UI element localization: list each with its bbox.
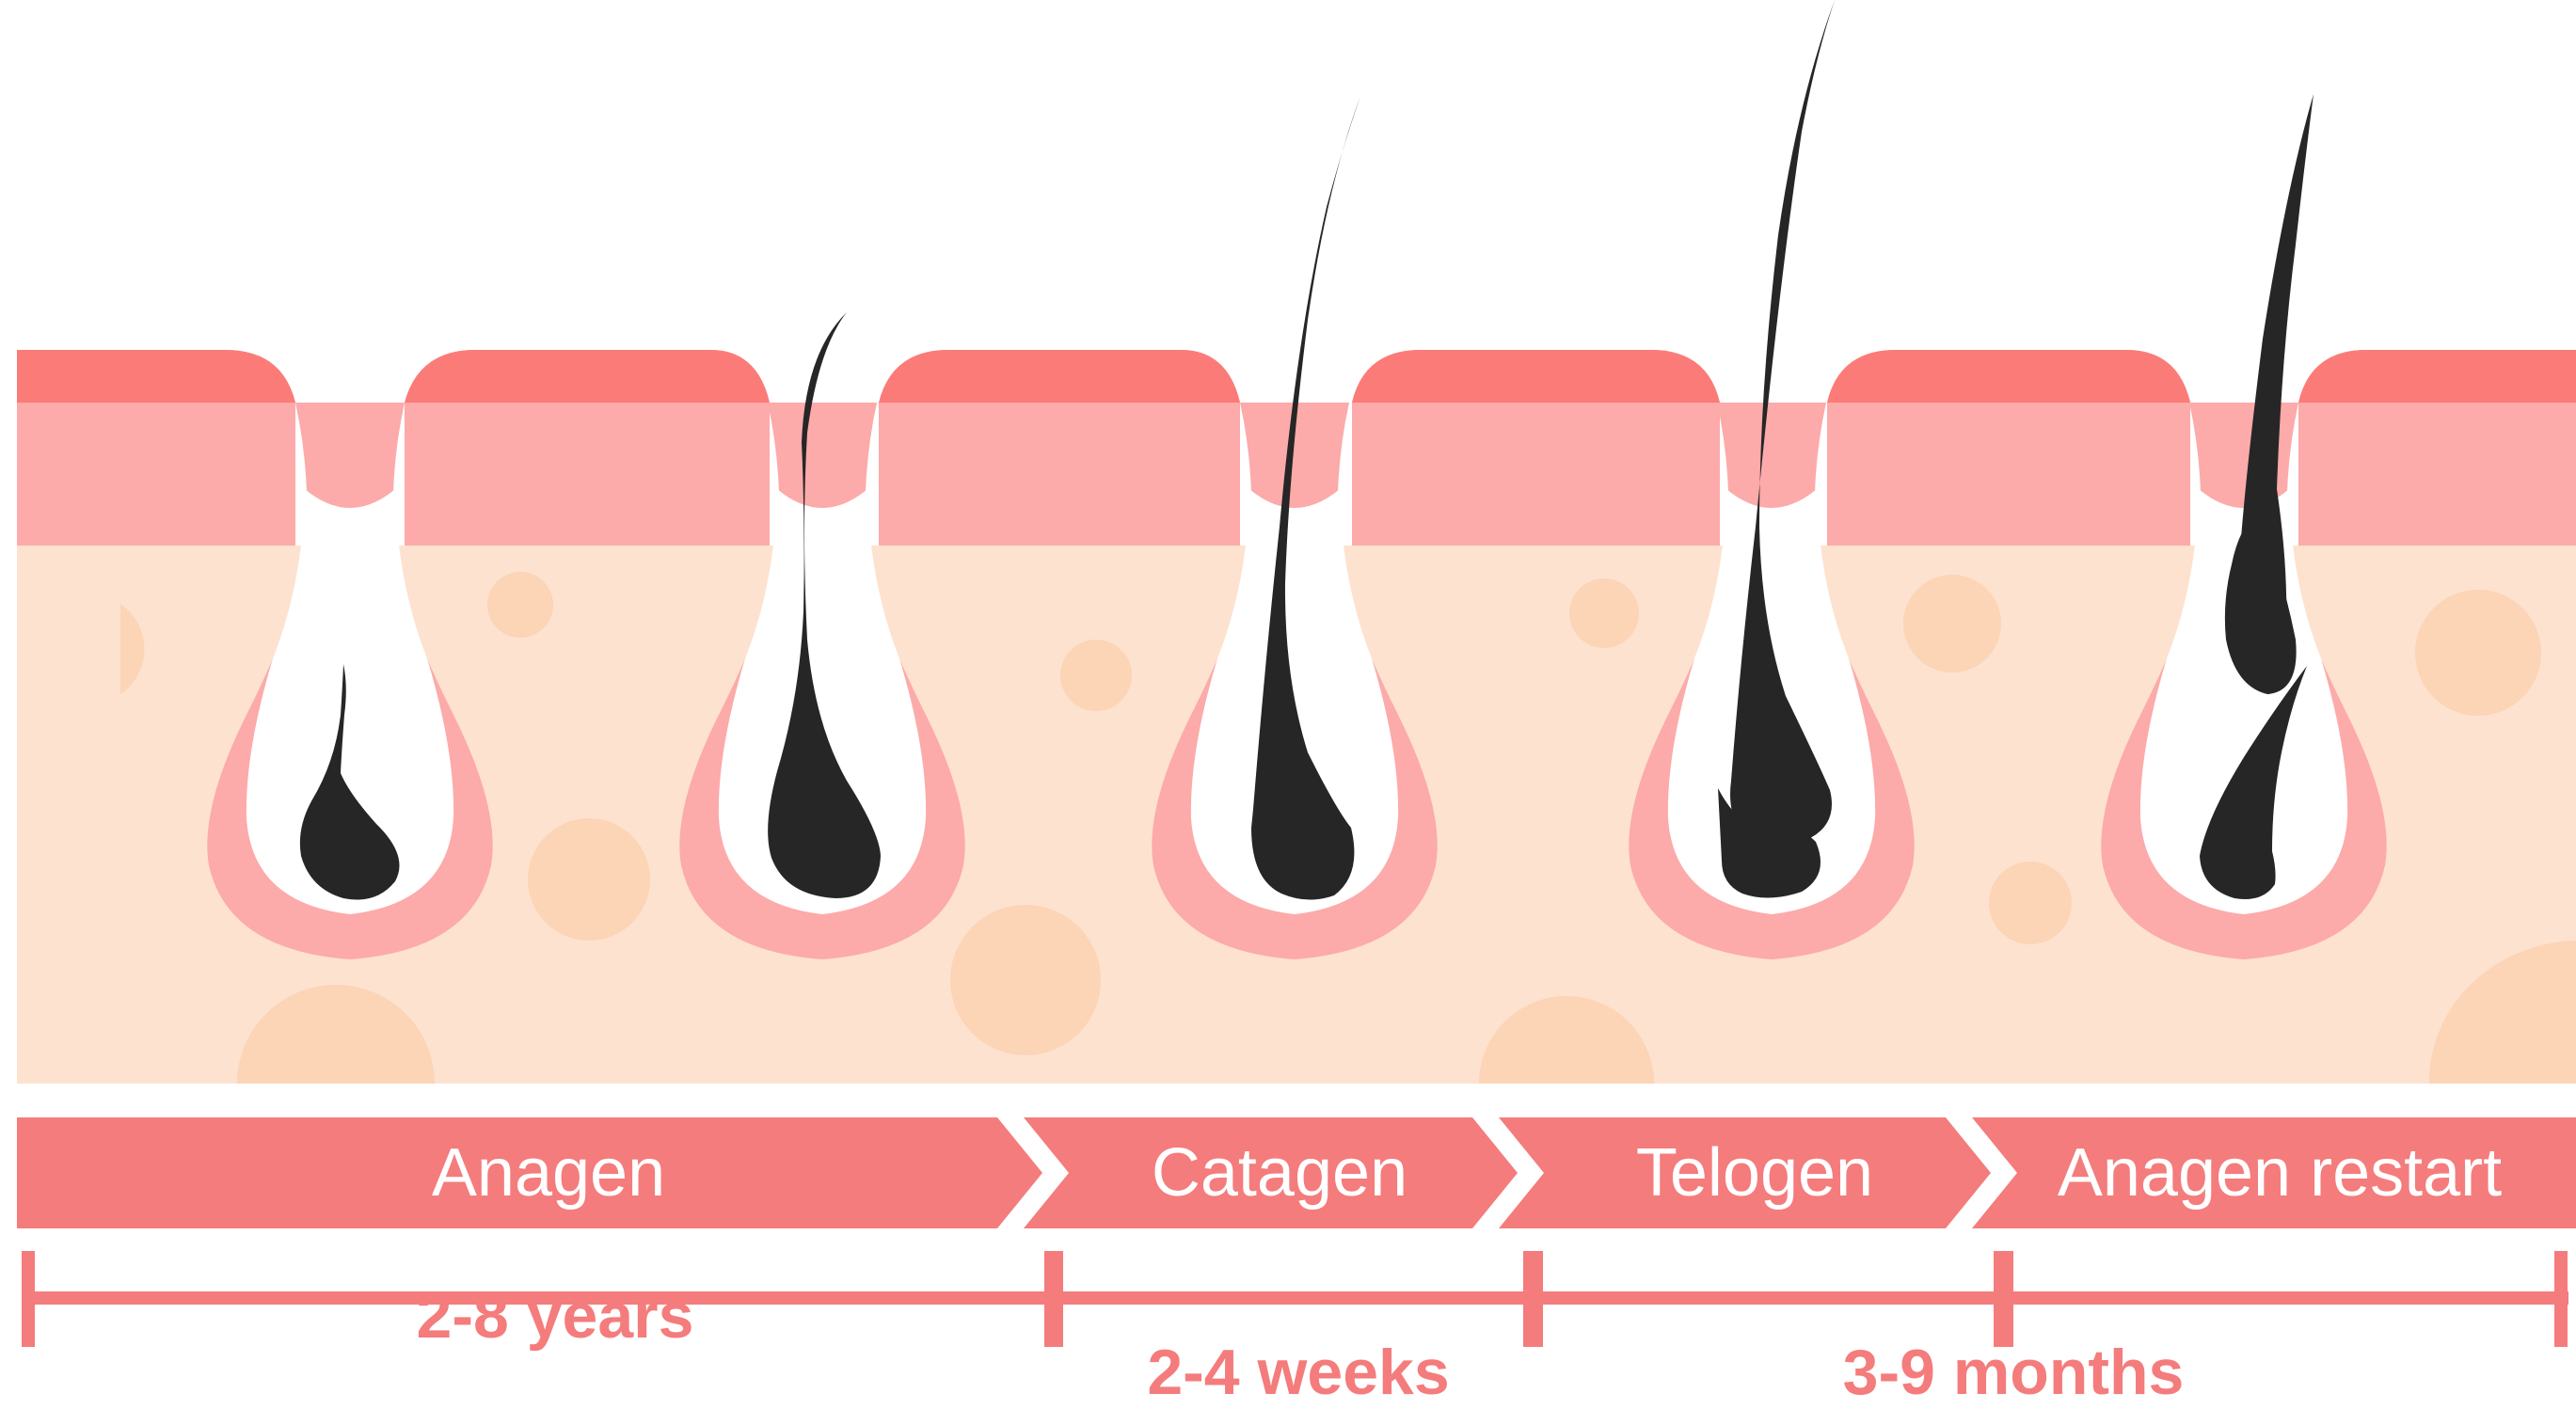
epidermis-segment [879,350,1240,546]
phase-label-anagen-restart: Anagen restart [2057,1135,2503,1211]
epidermis-segment [2298,350,2576,546]
epidermis-segments [17,350,2576,546]
hair [1718,788,1821,898]
phase-bar [17,1117,2576,1228]
epidermis-segment [1827,350,2190,546]
epidermis-segment [1352,350,1720,546]
fat-cell [528,818,650,941]
phase-label-anagen: Anagen [431,1135,666,1211]
hair [2224,513,2297,694]
fat-cell [1569,578,1639,648]
hair [299,664,400,900]
duration-label-telogen: 3-9 months [1842,1337,2185,1408]
hair [1251,96,1360,900]
fat-cell [120,604,145,694]
fat-cell [1479,996,1654,1084]
fat-cell [1060,640,1132,711]
phase-arrow-anagen-restart [1972,1117,2576,1228]
fat-cells [120,572,2576,1084]
hair [1730,0,1835,845]
phase-arrow-catagen [1024,1117,1518,1228]
epidermis-segment [405,350,770,546]
phase-arrow-telogen [1499,1117,1991,1228]
fat-cell [2428,941,2576,1084]
hair [768,312,881,898]
follicle [2101,403,2387,959]
fat-cell [950,905,1101,1055]
fat-cell [1989,862,2072,944]
epidermis-segment [17,350,295,546]
phase-label-telogen: Telogen [1635,1135,1874,1211]
fat-cell [487,572,553,638]
timeline [22,1251,2568,1347]
hairs [299,0,2314,900]
duration-label-anagen: 2-8 years [416,1280,694,1352]
fat-cell [1903,575,2001,673]
follicle [207,403,493,959]
hair [2200,666,2307,899]
fat-cell [237,985,435,1084]
duration-label-catagen: 2-4 weeks [1147,1337,1450,1408]
phase-arrow-anagen [17,1117,1042,1228]
fat-cell [2415,590,2541,716]
phase-label-catagen: Catagen [1151,1135,1408,1211]
